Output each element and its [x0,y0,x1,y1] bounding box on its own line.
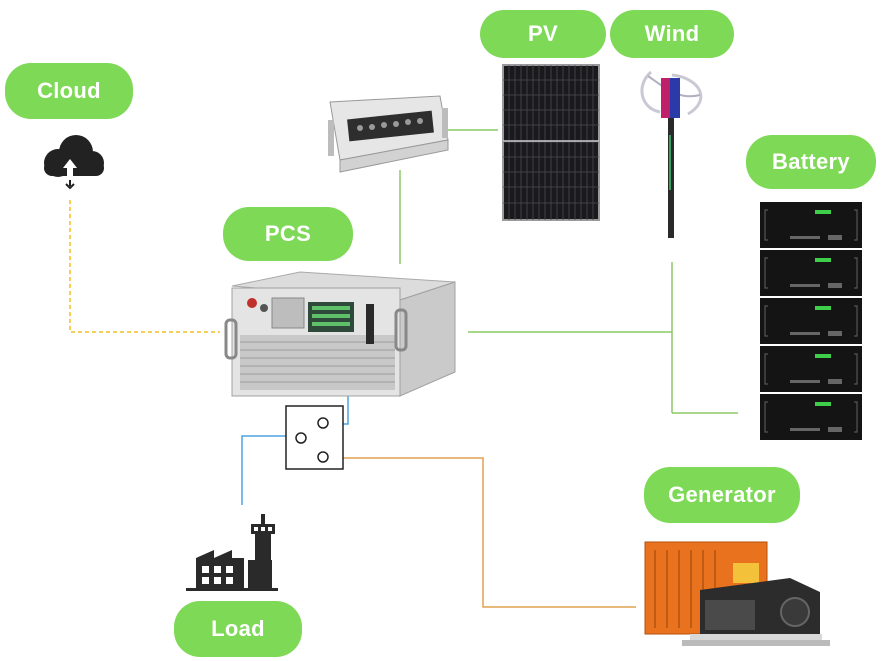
cloud-upload-icon [44,135,104,190]
pcs-switch-link [342,392,349,425]
generator-link-line [342,457,636,608]
cloud-link-line [69,200,220,333]
battery-rack-image [760,202,862,440]
generator-label: Generator [644,467,800,523]
wind-turbine-image [640,70,703,238]
pcs-cabinet-image [224,271,456,397]
wind-label: Wind [610,10,734,58]
battery-label: Battery [746,135,876,189]
load-label: Load [174,601,302,657]
dc-converter-image [328,95,449,173]
transfer-switch [285,405,344,470]
pv-panel-image [502,64,600,221]
generator-image [644,541,830,646]
load-link-line [241,435,286,505]
factory-icon [186,514,278,591]
pcs-label: PCS [223,207,353,261]
cloud-label: Cloud [5,63,133,119]
pv-label: PV [480,10,606,58]
